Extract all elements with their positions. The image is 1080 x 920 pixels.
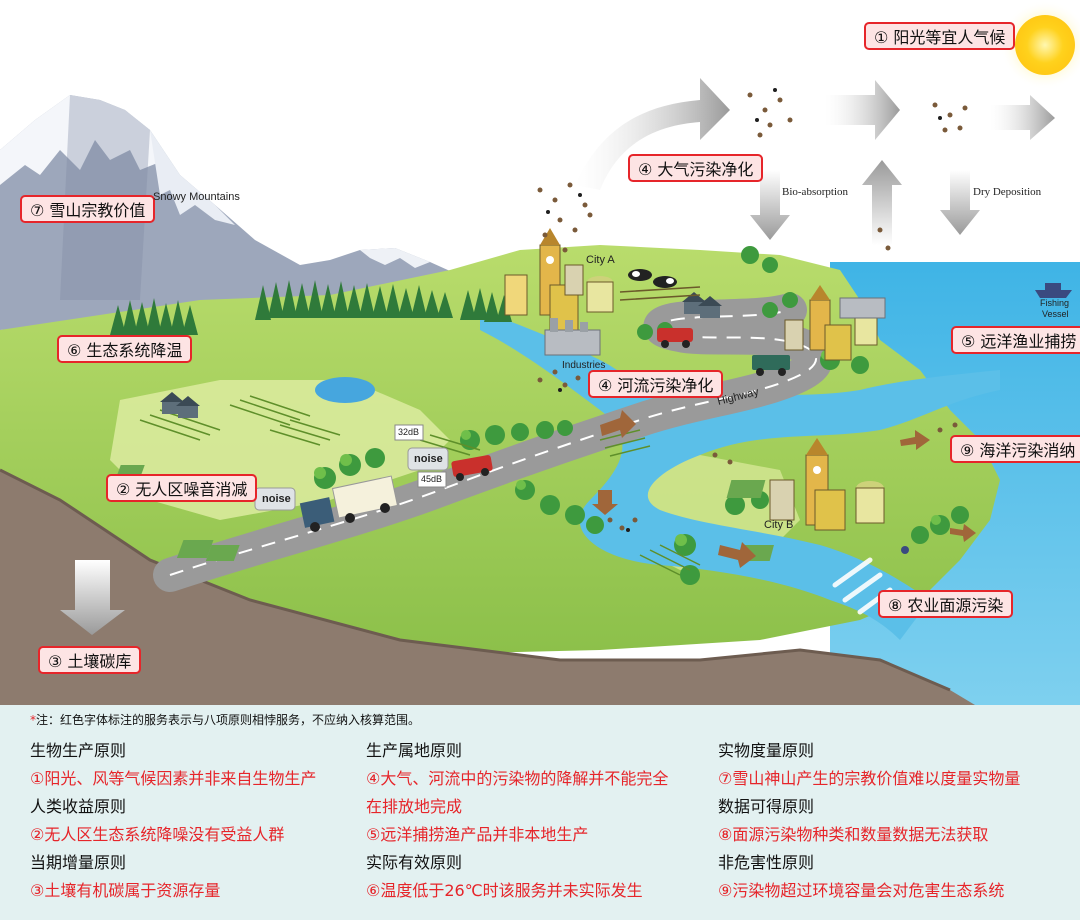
city-b-buildings xyxy=(769,438,885,531)
col3-row-2: ⑦雪山神山产生的宗教价值难以度量实物量 xyxy=(718,769,1021,788)
principles-column-1: 生物生产原则 ①阳光、风等气候因素并非来自生物生产 人类收益原则 ②无人区生态系… xyxy=(30,737,316,905)
industries xyxy=(544,318,601,356)
label-noise-2: noise xyxy=(414,453,443,465)
tag-noise-reduction: ② 无人区噪音消减 xyxy=(106,474,258,502)
label-industries: Industries xyxy=(562,360,606,371)
houses xyxy=(160,292,722,418)
col1-row-1: 生物生产原则 xyxy=(30,741,127,760)
sun-icon xyxy=(1015,15,1075,75)
principles-panel: *注：红色字体标注的服务表示与八项原则相悖服务，不应纳入核算范围。 生物生产原则… xyxy=(0,705,1080,920)
green-truck xyxy=(752,355,790,376)
col3-row-5: 非危害性原则 xyxy=(718,853,815,872)
lake xyxy=(315,377,375,403)
col3-row-6: ⑨污染物超过环境容量会对危害生态系统 xyxy=(718,881,1005,900)
crop-fields xyxy=(139,395,701,576)
noise-bubbles xyxy=(254,424,449,511)
col2-row-4: ⑤远洋捕捞渔产品并非本地生产 xyxy=(366,825,589,844)
truck xyxy=(299,475,399,532)
label-fishing: Fishing xyxy=(1040,298,1070,308)
tag-snow-mountain-religion: ⑦ 雪山宗教价值 xyxy=(20,195,156,223)
label-dry-deposition: Dry Deposition xyxy=(973,186,1042,198)
label-city-a: City A xyxy=(586,254,615,266)
tag-air-purification: ④ 大气污染净化 xyxy=(628,154,764,182)
mid-city-buildings xyxy=(784,285,886,361)
col1-row-4: ②无人区生态系统降噪没有受益人群 xyxy=(30,825,285,844)
label-city-b: City B xyxy=(764,519,794,531)
footnote-text: 注：红色字体标注的服务表示与八项原则相悖服务，不应纳入核算范围。 xyxy=(36,713,421,727)
label-vessel: Vessel xyxy=(1042,309,1069,319)
label-45db: 45dB xyxy=(421,474,443,484)
red-car-highway xyxy=(451,455,493,481)
col3-row-1: 实物度量原则 xyxy=(718,741,815,760)
col2-row-1: 生产属地原则 xyxy=(366,741,463,760)
col3-row-4: ⑧面源污染物种类和数量数据无法获取 xyxy=(718,825,989,844)
footnote: *注：红色字体标注的服务表示与八项原则相悖服务，不应纳入核算范围。 xyxy=(30,711,420,728)
tag-agricultural-pollution: ⑧ 农业面源污染 xyxy=(878,590,1014,618)
ecosystem-illustration: ① 阳光等宜人气候 ④ 大气污染净化 ⑦ 雪山宗教价值 ⑥ 生态系统降温 ⑤ 远… xyxy=(0,0,1080,705)
tag-ecosystem-cooling: ⑥ 生态系统降温 xyxy=(57,335,193,363)
col1-row-2: ①阳光、风等气候因素并非来自生物生产 xyxy=(30,769,317,788)
principles-column-3: 实物度量原则 ⑦雪山神山产生的宗教价值难以度量实物量 数据可得原则 ⑧面源污染物… xyxy=(718,737,1020,905)
fishing-vessel-icon xyxy=(1035,283,1072,298)
col1-row-5: 当期增量原则 xyxy=(30,853,127,872)
pine-forest xyxy=(110,280,512,335)
landscape-drawing xyxy=(0,0,1080,705)
pollutant-particles xyxy=(537,88,968,532)
label-32db: 32dB xyxy=(398,427,420,437)
city-a-buildings xyxy=(504,228,614,331)
label-bio-absorption: Bio-absorption xyxy=(782,186,848,198)
tag-soil-carbon: ③ 土壤碳库 xyxy=(38,646,142,674)
tag-river-purification: ④ 河流污染净化 xyxy=(588,370,724,398)
cows xyxy=(619,269,701,301)
col2-row-5: 实际有效原则 xyxy=(366,853,463,872)
footnote-star: * xyxy=(30,713,36,727)
tag-ocean-fishing: ⑤ 远洋渔业捕捞 xyxy=(951,326,1080,354)
col3-row-3: 数据可得原则 xyxy=(718,797,815,816)
col1-row-6: ③土壤有机碳属于资源存量 xyxy=(30,881,221,900)
label-noise-1: noise xyxy=(262,493,291,505)
col2-row-3: 在排放地完成 xyxy=(366,797,463,816)
runoff-arrows xyxy=(592,410,976,568)
principles-column-2: 生产属地原则 ④大气、河流中的污染物的降解并不能完全 在排放地完成 ⑤远洋捕捞渔… xyxy=(366,737,668,905)
pollution-flow-arrows xyxy=(60,78,1055,635)
col2-row-6: ⑥温度低于26℃时该服务并未实际发生 xyxy=(366,881,643,900)
label-snowy-mountains: Snowy Mountains xyxy=(153,191,240,203)
soil-layer xyxy=(0,470,975,705)
red-car-city xyxy=(657,328,693,348)
tag-ocean-pollution-absorption: ⑨ 海洋污染消纳 xyxy=(950,435,1080,463)
tag-sunlight-climate: ① 阳光等宜人气候 xyxy=(864,22,1016,50)
col2-row-2: ④大气、河流中的污染物的降解并不能完全 xyxy=(366,769,669,788)
farmer-icon xyxy=(901,546,909,554)
col1-row-3: 人类收益原则 xyxy=(30,797,127,816)
